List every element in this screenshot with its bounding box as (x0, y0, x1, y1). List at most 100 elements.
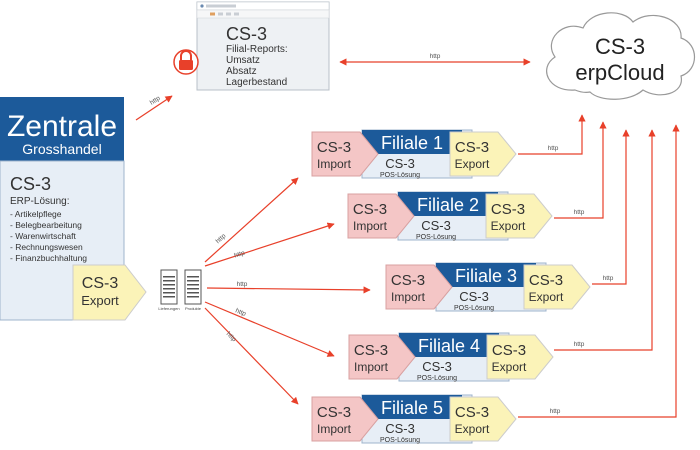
cloud-line1: CS-3 (595, 34, 645, 59)
zentrale-feature: - Rechnungswesen (10, 242, 83, 252)
document-icon (160, 269, 178, 305)
pos-title: CS-3 (385, 421, 415, 436)
branch-header (436, 263, 536, 287)
import-arrow (311, 396, 379, 442)
export-label: Export (455, 157, 490, 171)
document-label: Lieferungen (158, 306, 179, 311)
branch-header (399, 333, 499, 357)
import-label: Import (391, 290, 426, 304)
import-label: Import (353, 219, 388, 233)
window-toolbar-item (226, 12, 231, 16)
http-connector (554, 129, 656, 351)
import-label: Import (317, 422, 352, 436)
pos-label: POS-Lösung (380, 172, 420, 179)
branches-group: Filiale 1CS-3POS-LösungCS-3ImportCS-3Exp… (311, 129, 591, 444)
pos-title: CS-3 (385, 156, 415, 171)
export-arrow (523, 264, 591, 310)
import-label: Import (354, 360, 389, 374)
export-title: CS-3 (455, 404, 489, 421)
export-arrow (449, 131, 517, 177)
http-connector (518, 114, 586, 155)
document-icon (184, 269, 202, 305)
reports-window-toolbar (196, 9, 330, 19)
branch-name: Filiale 5 (381, 398, 443, 418)
zentrale-export-arrow (72, 264, 147, 321)
export-label: Export (491, 219, 526, 233)
import-title: CS-3 (317, 139, 351, 156)
window-toolbar-item (218, 12, 223, 16)
export-title: CS-3 (491, 201, 525, 218)
branch-name: Filiale 1 (381, 133, 443, 153)
http-connector (518, 124, 680, 418)
http-connector (554, 121, 607, 219)
export-label: Export (455, 422, 490, 436)
zentrale-feature: - Warenwirtschaft (10, 231, 76, 241)
branch-header (362, 130, 462, 154)
branch-name: Filiale 4 (418, 336, 480, 356)
pos-title: CS-3 (422, 359, 452, 374)
zentrale-node: Zentrale Grosshandel CS-3 ERP-Lösung: - … (0, 97, 147, 321)
import-title: CS-3 (317, 404, 351, 421)
window-toolbar-item (210, 12, 215, 16)
http-label: http (550, 408, 561, 415)
zentrale-feature: - Artikelpflege (10, 209, 62, 219)
branch-node: Filiale 2CS-3POS-LösungCS-3ImportCS-3Exp… (347, 191, 553, 241)
branch-node: Filiale 4CS-3POS-LösungCS-3ImportCS-3Exp… (348, 332, 554, 382)
reports-item: Lagerbestand (226, 77, 287, 88)
pos-title: CS-3 (421, 218, 451, 233)
http-label: http (234, 307, 247, 318)
http-label: http (233, 249, 246, 259)
http-label: http (237, 281, 248, 288)
import-arrow (311, 131, 379, 177)
pos-label: POS-Lösung (380, 437, 420, 444)
lock-icon (173, 49, 199, 75)
reports-window: CS-3 Filial-Reports: Umsatz Absatz Lager… (196, 1, 330, 91)
pos-label: POS-Lösung (416, 234, 456, 241)
branch-header (398, 192, 498, 216)
pos-label: POS-Lösung (417, 375, 457, 382)
export-title: CS-3 (455, 139, 489, 156)
export-arrow (486, 334, 554, 380)
import-title: CS-3 (391, 272, 425, 289)
zentrale-erp-label: ERP-Lösung: (10, 196, 69, 207)
import-title: CS-3 (353, 201, 387, 218)
window-toolbar-item (234, 12, 239, 16)
export-arrow (485, 193, 553, 239)
zentrale-title: Zentrale (7, 110, 117, 143)
erp-cloud: CS-3 erpCloud (546, 12, 696, 100)
branch-header (362, 395, 462, 419)
branch-name: Filiale 3 (455, 266, 517, 286)
export-title: CS-3 (529, 272, 563, 289)
http-label: http (574, 341, 585, 348)
zentrale-subtitle: Grosshandel (22, 141, 101, 157)
document-label: Produkte (185, 306, 202, 311)
window-tab (206, 4, 236, 8)
http-connector (592, 129, 630, 285)
export-label: Export (492, 360, 527, 374)
http-label: http (225, 331, 238, 344)
http-label: http (574, 209, 585, 216)
cloud-icon (546, 12, 696, 100)
pos-label: POS-Lösung (454, 305, 494, 312)
http-label: http (430, 53, 441, 60)
import-label: Import (317, 157, 352, 171)
http-connector (204, 307, 299, 405)
http-connector (204, 301, 335, 357)
branch-name: Filiale 2 (417, 195, 479, 215)
branch-node: Filiale 1CS-3POS-LösungCS-3ImportCS-3Exp… (311, 129, 517, 179)
import-title: CS-3 (354, 342, 388, 359)
http-label: http (548, 145, 559, 152)
http-label: http (149, 95, 162, 107)
export-title: CS-3 (492, 342, 526, 359)
import-arrow (347, 193, 415, 239)
http-connector (204, 222, 335, 267)
window-icon (200, 4, 204, 8)
branch-node: Filiale 3CS-3POS-LösungCS-3ImportCS-3Exp… (385, 262, 591, 312)
http-connector (206, 286, 371, 294)
import-arrow (385, 264, 453, 310)
reports-item: Absatz (226, 66, 257, 77)
reports-heading: Filial-Reports: (226, 44, 288, 55)
http-connector (204, 177, 299, 263)
zentrale-feature: - Finanzbuchhaltung (10, 253, 87, 263)
